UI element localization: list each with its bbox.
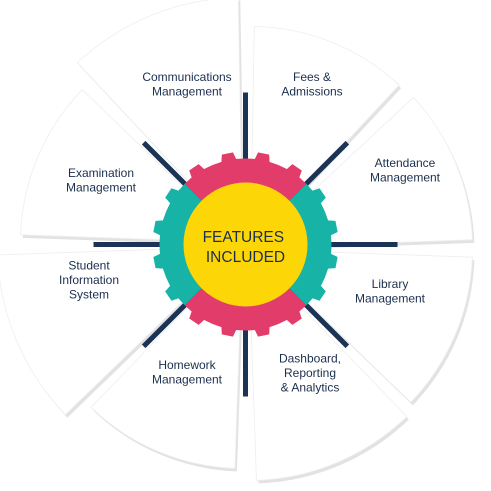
center-label-line: INCLUDED — [206, 249, 285, 266]
label-line: & Analytics — [281, 381, 340, 395]
gear-tooth — [310, 284, 326, 301]
label-line: Reporting — [284, 366, 336, 380]
label-line: Management — [152, 84, 223, 98]
label-line: Management — [152, 372, 223, 386]
label-line: Information — [59, 273, 119, 287]
center-circle — [183, 182, 308, 307]
gear-tooth — [325, 220, 338, 237]
label-line: System — [69, 288, 109, 302]
gear-tooth — [165, 284, 181, 301]
gear-tooth — [221, 324, 238, 337]
gear-tooth — [189, 309, 206, 325]
gear-tooth — [285, 309, 302, 325]
label-line: Homework — [158, 358, 216, 372]
gear-tooth — [165, 188, 181, 205]
label-line: Fees & — [293, 70, 331, 84]
label-fees-admissions: Fees &Admissions — [281, 70, 342, 99]
label-line: Communications — [142, 70, 231, 84]
gear-tooth — [253, 152, 270, 165]
label-line: Management — [370, 170, 441, 184]
gear-tooth — [310, 188, 326, 205]
gear-tooth — [189, 164, 206, 180]
gear-tooth — [285, 164, 302, 180]
gear-tooth — [253, 324, 270, 337]
gear-tooth — [153, 252, 166, 269]
label-line: Student — [68, 259, 110, 273]
gear-tooth — [153, 220, 166, 237]
label-line: Library — [372, 277, 409, 291]
label-line: Dashboard, — [279, 352, 341, 366]
gear-tooth — [221, 152, 238, 165]
label-line: Admissions — [281, 84, 342, 98]
gear-tooth — [325, 252, 338, 269]
label-line: Attendance — [375, 156, 436, 170]
label-line: Management — [355, 291, 426, 305]
center-label: FEATURES INCLUDED — [203, 229, 289, 266]
center-label-line: FEATURES — [203, 229, 285, 246]
label-line: Management — [66, 180, 137, 194]
label-dashboard-reporting-analytics: Dashboard,Reporting& Analytics — [279, 352, 341, 395]
label-line: Examination — [68, 166, 134, 180]
